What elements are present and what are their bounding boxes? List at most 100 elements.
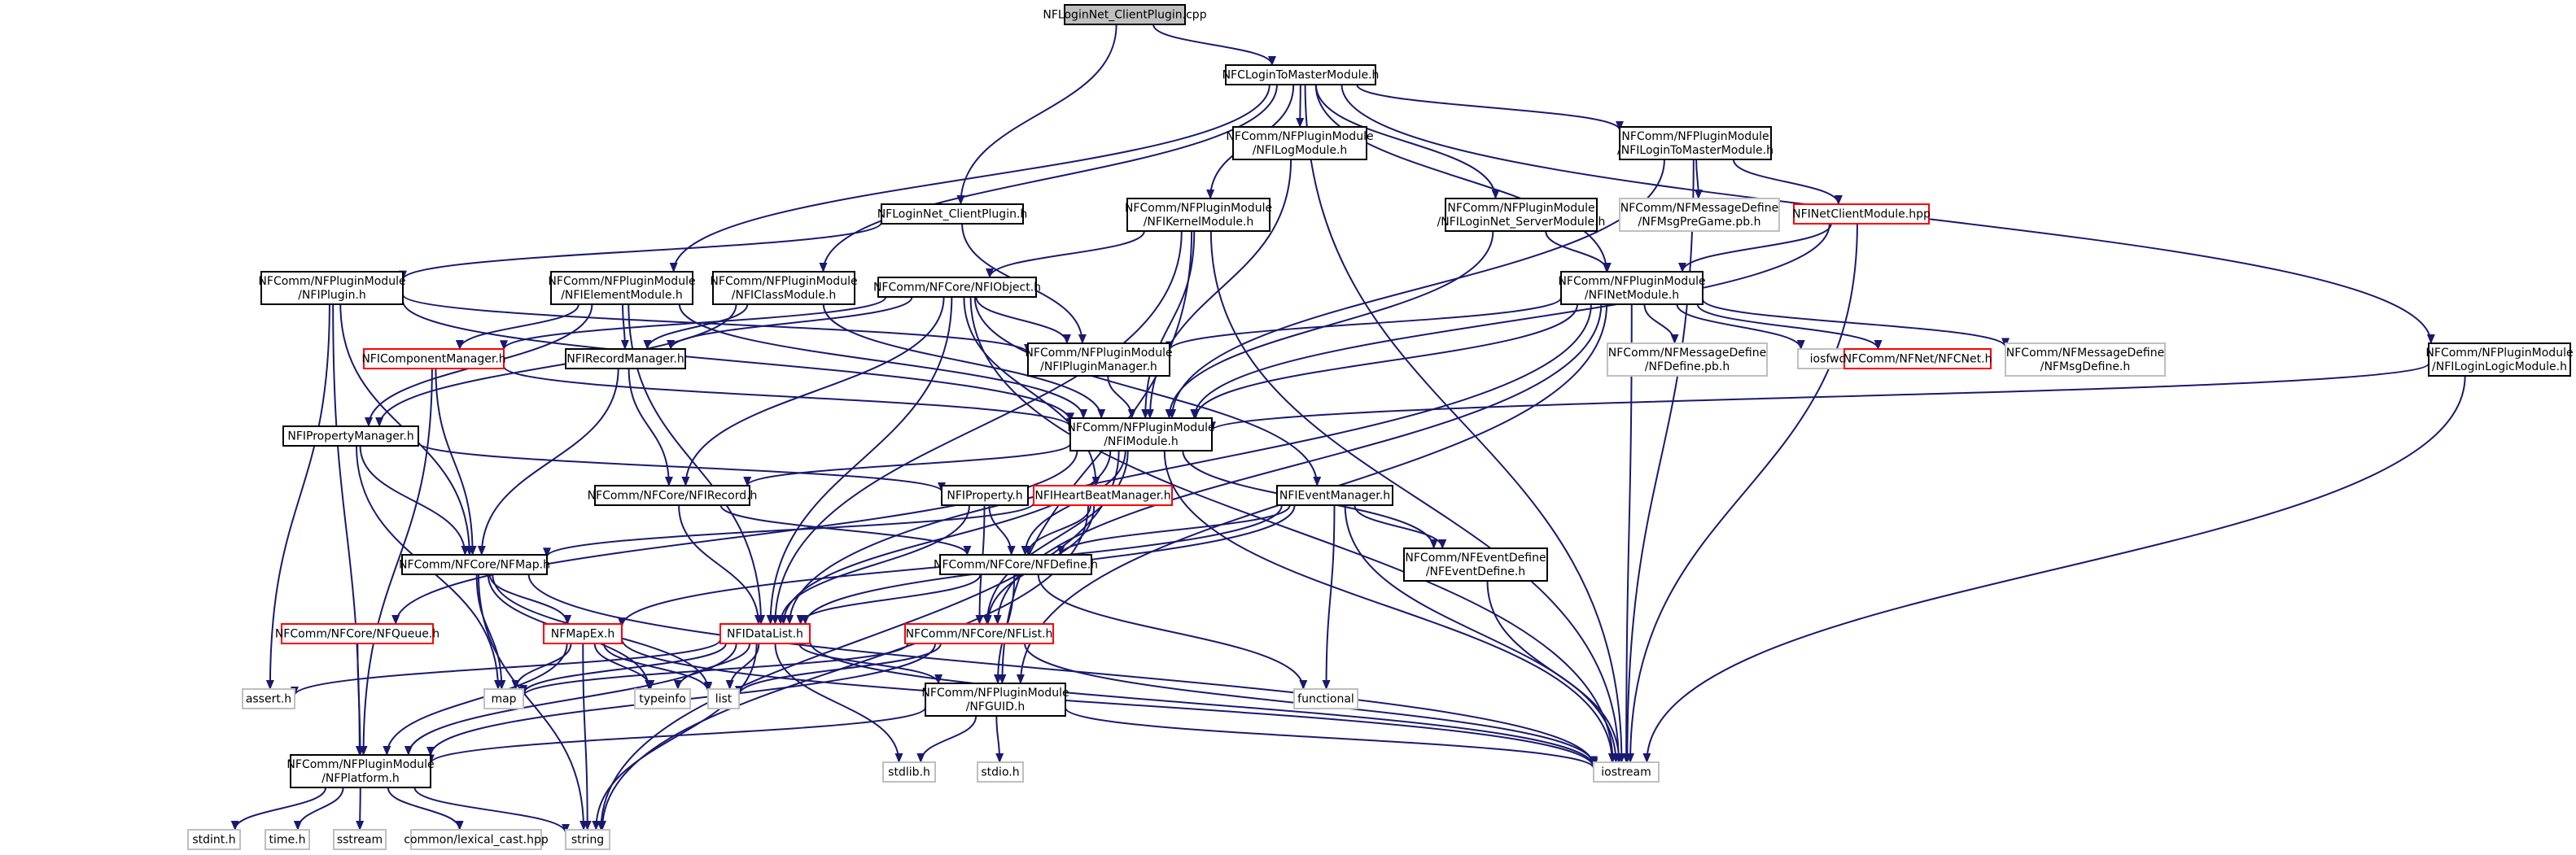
node-login_to_master_h[interactable]: NFCLoginToMasterModule.h (1222, 64, 1380, 85)
node-string[interactable]: string (565, 829, 610, 850)
node-define_pb[interactable]: NFComm/NFMessageDefine/NFDefine.pb.h (1607, 342, 1768, 377)
edge-iplugin_mgr-to-imodule (1107, 375, 1136, 419)
node-label-assert-0: assert.h (246, 693, 291, 706)
edge-root-to-login_to_master_h (1152, 24, 1276, 66)
edge-mapex-to-string (582, 643, 592, 831)
node-label-time-0: time.h (269, 834, 306, 847)
edge-ielement-to-icomponent (455, 303, 579, 350)
node-box-stdio (977, 761, 1024, 783)
node-ilogin_to_master[interactable]: NFComm/NFPluginModule/NFILoginToMasterMo… (1617, 126, 1773, 160)
node-msg_define[interactable]: NFComm/NFMessageDefine/NFMsgDefine.h (2005, 342, 2166, 377)
node-mapex[interactable]: NFMapEx.h (543, 623, 623, 644)
edge-platform-to-lexical_cast (387, 787, 464, 831)
edge-mapex-to-map (511, 643, 572, 690)
edge-iobject-to-iplugin_mgr (975, 296, 1071, 344)
node-queue_h[interactable]: NFComm/NFCore/NFQueue.h (275, 623, 440, 644)
node-net_client_hpp[interactable]: NFINetClientModule.hpp (1792, 203, 1931, 225)
node-iproperty_mgr[interactable]: NFIPropertyManager.h (282, 425, 419, 447)
node-imodule[interactable]: NFComm/NFPluginModule/NFIModule.h (1067, 417, 1215, 451)
node-irecord_mgr[interactable]: NFIRecordManager.h (565, 348, 686, 369)
node-box-kernel_module (1126, 198, 1271, 232)
node-guid[interactable]: NFComm/NFPluginModule/NFGUID.h (921, 683, 1069, 717)
node-nfdefine[interactable]: NFComm/NFCore/NFDefine.h (934, 554, 1098, 575)
node-time[interactable]: time.h (265, 829, 310, 850)
node-sstream[interactable]: sstream (333, 829, 387, 850)
node-label-ilogin_to_master-0: NFComm/NFPluginModule (1621, 130, 1769, 143)
node-event_define[interactable]: NFComm/NFEventDefine/NFEventDefine.h (1403, 547, 1548, 582)
edge-iclass-to-imodule (822, 303, 1106, 419)
node-iclass[interactable]: NFComm/NFPluginModule/NFIClassModule.h (710, 271, 858, 305)
node-iobject[interactable]: NFComm/NFCore/NFIObject.h (873, 277, 1041, 298)
node-assert[interactable]: assert.h (242, 688, 295, 709)
node-iplugin_mgr[interactable]: NFComm/NFPluginModule/NFIPluginManager.h (1025, 342, 1173, 377)
node-label-event_define-0: NFComm/NFEventDefine (1405, 552, 1546, 565)
edge-idatalist-to-iostream (809, 640, 1598, 768)
node-stdlib[interactable]: stdlib.h (882, 761, 936, 783)
node-box-irecord (594, 485, 750, 506)
node-inet[interactable]: NFComm/NFPluginModule/NFINetModule.h (1558, 271, 1706, 305)
node-client_plugin_h[interactable]: NFLoginNet_ClientPlugin.h (877, 203, 1028, 225)
node-kernel_module[interactable]: NFComm/NFPluginModule/NFIKernelModule.h (1125, 198, 1272, 232)
node-label-irecord-0: NFComm/NFCore/NFIRecord.h (588, 490, 758, 503)
node-functional[interactable]: functional (1293, 688, 1358, 709)
node-stdint[interactable]: stdint.h (187, 829, 241, 850)
node-nflist[interactable]: NFComm/NFCore/NFList.h (904, 623, 1054, 644)
node-idatalist[interactable]: NFIDataList.h (719, 623, 811, 644)
node-log_module[interactable]: NFComm/NFPluginModule/NFILogModule.h (1226, 126, 1374, 160)
node-label-kernel_module-1: /NFIKernelModule.h (1144, 216, 1254, 229)
node-label-nflist-0: NFComm/NFCore/NFList.h (906, 628, 1053, 641)
node-box-ielement (550, 271, 693, 305)
edge-iobject-to-iostream (969, 296, 1617, 763)
node-icomponent[interactable]: NFIComponentManager.h (361, 348, 506, 369)
node-box-time (265, 829, 310, 850)
node-map[interactable]: map (483, 688, 524, 709)
edge-mapex-to-platform (383, 643, 568, 756)
node-typeinfo[interactable]: typeinfo (634, 688, 691, 709)
edge-inet-to-iosfwd (1676, 303, 1805, 350)
edge-imodule-to-nflist (982, 450, 1129, 625)
node-label-cnet-0: NFComm/NFNet/NFCNet.h (1843, 353, 1992, 366)
edge-inet-to-iplugin_mgr (1166, 297, 1562, 351)
node-root[interactable]: NFLoginNet_ClientPlugin.cpp (1043, 4, 1207, 25)
edge-nflist-to-list (735, 643, 942, 696)
node-box-login_to_master_h (1225, 64, 1376, 85)
node-list[interactable]: list (707, 688, 740, 709)
edge-guid-to-platform (426, 707, 926, 765)
node-label-root-0: NFLoginNet_ClientPlugin.cpp (1043, 9, 1206, 22)
node-label-log_module-1: /NFILogModule.h (1253, 144, 1348, 157)
node-msg_pregame[interactable]: NFComm/NFMessageDefine/NFMsgPreGame.pb.h (1619, 198, 1780, 232)
edge-login_to_master_h-to-inet (1314, 84, 1611, 273)
node-iplugin[interactable]: NFComm/NFPluginModule/NFIPlugin.h (258, 271, 406, 305)
node-ievent_mgr[interactable]: NFIEventManager.h (1276, 485, 1393, 506)
node-platform[interactable]: NFComm/NFPluginModule/NFPlatform.h (286, 754, 435, 788)
node-cnet[interactable]: NFComm/NFNet/NFCNet.h (1843, 348, 1992, 369)
edge-kernel_module-to-iostream (1209, 230, 1623, 763)
node-iproperty[interactable]: NFIProperty.h (941, 485, 1029, 506)
node-iostream[interactable]: iostream (1593, 761, 1660, 783)
node-label-kernel_module-0: NFComm/NFPluginModule (1125, 202, 1272, 215)
edge-idatalist-to-list (725, 643, 760, 690)
node-map_h[interactable]: NFComm/NFCore/NFMap.h (399, 554, 550, 575)
node-lexical_cast[interactable]: common/lexical_cast.hpp (404, 829, 549, 850)
edge-iobject-to-icomponent (500, 296, 887, 351)
edge-net_client_hpp-to-iostream (1626, 223, 1858, 763)
node-box-iheartbeat (1033, 485, 1173, 506)
edge-map_h-to-mapex (488, 574, 572, 625)
node-box-net_client_hpp (1793, 203, 1930, 225)
edge-ievent_mgr-to-iostream (1344, 504, 1620, 763)
edge-inet-to-imodule (1192, 303, 1578, 419)
edge-platform-to-sstream (356, 787, 365, 831)
node-server_module[interactable]: NFComm/NFPluginModule/NFILoginNet_Server… (1437, 198, 1606, 232)
node-ielement[interactable]: NFComm/NFPluginModule/NFIElementModule.h (548, 271, 696, 305)
node-box-client_plugin_h (881, 203, 1024, 225)
node-iheartbeat[interactable]: NFIHeartBeatManager.h (1033, 485, 1173, 506)
node-ilogin_logic[interactable]: NFComm/NFPluginModule/NFILoginLogicModul… (2425, 342, 2574, 377)
node-box-guid (925, 683, 1066, 717)
node-stdio[interactable]: stdio.h (977, 761, 1024, 783)
node-box-iproperty_mgr (282, 425, 419, 447)
node-label-icomponent-0: NFIComponentManager.h (361, 353, 505, 366)
node-label-client_plugin_h-0: NFLoginNet_ClientPlugin.h (877, 208, 1028, 221)
edge-inet-to-iostream (1622, 303, 1633, 763)
node-irecord[interactable]: NFComm/NFCore/NFIRecord.h (588, 485, 758, 506)
edge-net_client_hpp-to-inet (1678, 223, 1832, 273)
